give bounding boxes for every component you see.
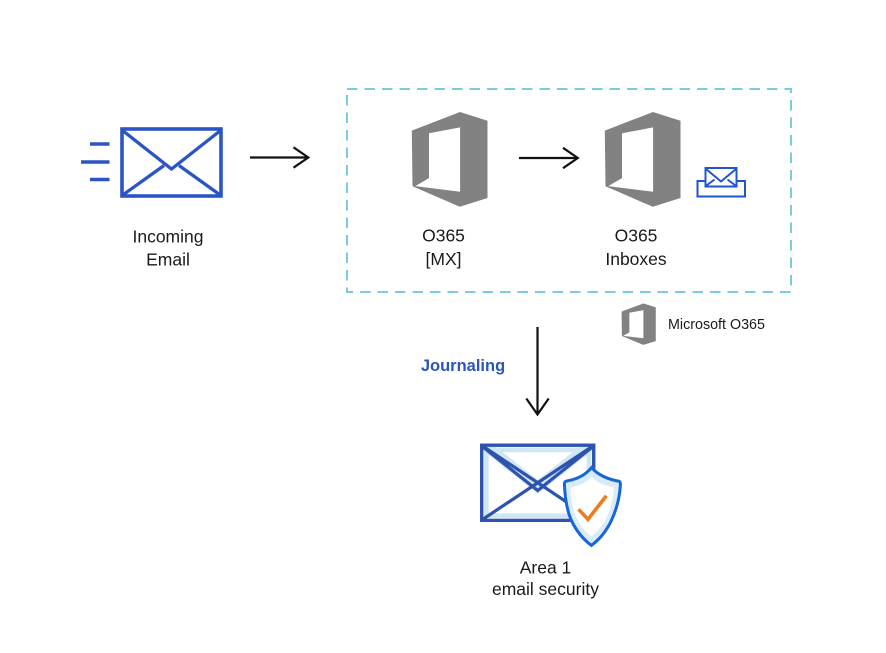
svg-text:O365: O365 xyxy=(422,226,465,246)
svg-text:Incoming: Incoming xyxy=(132,227,203,247)
svg-text:[MX]: [MX] xyxy=(426,249,462,269)
svg-text:Email: Email xyxy=(146,250,190,270)
svg-text:O365: O365 xyxy=(615,226,658,246)
svg-text:Area 1: Area 1 xyxy=(520,558,572,578)
svg-text:Inboxes: Inboxes xyxy=(605,249,667,269)
svg-text:email security: email security xyxy=(492,579,599,599)
svg-text:Microsoft O365: Microsoft O365 xyxy=(668,317,765,333)
svg-text:Journaling: Journaling xyxy=(421,357,505,375)
